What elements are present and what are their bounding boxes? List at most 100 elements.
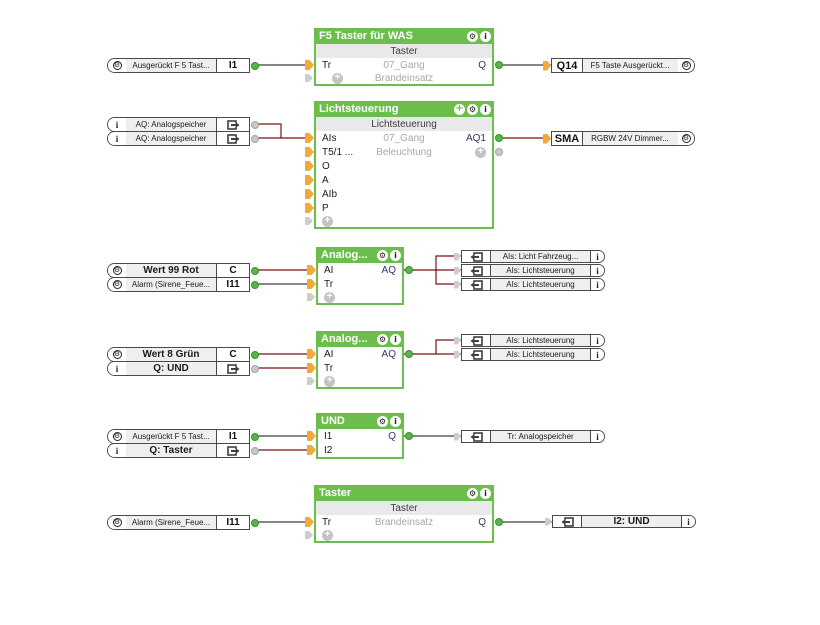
info-icon[interactable]: i: [480, 487, 491, 499]
gear-icon[interactable]: ⚙: [112, 432, 122, 441]
input-ref-i2-und[interactable]: I2: UND i: [545, 515, 696, 528]
output-port[interactable]: [495, 518, 503, 526]
info-icon[interactable]: i: [115, 445, 119, 456]
input-marker[interactable]: [305, 175, 314, 185]
info-icon[interactable]: i: [115, 363, 119, 374]
input-marker[interactable]: [307, 349, 316, 359]
function-block-f5-taster-fuer-was[interactable]: F5 Taster für WAS ⚙ i Taster Tr 07_Gang …: [305, 28, 503, 86]
info-icon[interactable]: i: [115, 119, 119, 130]
connector-dot[interactable]: [251, 266, 259, 275]
input-ref-alarm-sirene-1[interactable]: ⚙ Alarm (Sirene_Feue... I11: [107, 277, 259, 292]
add-input-button[interactable]: +: [322, 529, 333, 541]
output-ref-aq-analogspeicher-1[interactable]: i AQ: Analogspeicher: [107, 117, 259, 132]
block-header[interactable]: UND ⚙ i: [316, 413, 404, 429]
gear-icon[interactable]: ⚙: [681, 61, 691, 70]
connector-dot[interactable]: [251, 350, 259, 359]
input-marker[interactable]: [307, 279, 316, 289]
constant-wert-99-rot[interactable]: ⚙ Wert 99 Rot C: [107, 263, 259, 278]
gear-icon[interactable]: ⚙: [467, 103, 478, 115]
gear-icon[interactable]: ⚙: [112, 61, 122, 70]
function-block-analogspeicher-2[interactable]: Analog... ⚙ i AI AQ Tr +: [307, 331, 413, 389]
input-marker[interactable]: [307, 265, 316, 275]
gear-icon[interactable]: ⚙: [112, 350, 122, 359]
function-block-und[interactable]: UND ⚙ i I1 Q I2: [307, 413, 413, 459]
actuator-sma[interactable]: SMA RGBW 24V Dimmer... ⚙: [543, 131, 695, 146]
add-input-marker[interactable]: [305, 74, 313, 82]
connector-dot[interactable]: [251, 364, 259, 373]
input-ref-ausgerueckt-f5-2[interactable]: ⚙ Ausgerückt F 5 Tast... I1: [107, 429, 259, 444]
connector-dot[interactable]: [251, 61, 259, 70]
add-input-marker[interactable]: [305, 531, 313, 539]
connector-dot[interactable]: [251, 280, 259, 289]
input-ref-ais-lichtsteuerung-3[interactable]: AIs: Lichtsteuerung i: [454, 334, 605, 347]
add-input-button[interactable]: +: [324, 375, 335, 387]
input-marker[interactable]: [307, 445, 316, 455]
constant-wert-8-gruen[interactable]: ⚙ Wert 8 Grün C: [107, 347, 259, 362]
gear-icon[interactable]: ⚙: [377, 333, 388, 345]
info-icon[interactable]: i: [115, 133, 119, 144]
input-marker[interactable]: [305, 161, 314, 171]
add-input-button[interactable]: +: [324, 291, 335, 303]
input-marker[interactable]: [305, 203, 314, 213]
actuator-q14[interactable]: Q14 F5 Taste Ausgerückt... ⚙: [543, 58, 695, 73]
gear-icon[interactable]: ⚙: [467, 30, 478, 42]
output-port[interactable]: [495, 61, 503, 69]
input-marker[interactable]: [307, 431, 316, 441]
input-marker[interactable]: [305, 517, 314, 527]
input-marker[interactable]: [305, 60, 314, 70]
add-input-marker[interactable]: [307, 377, 315, 385]
output-ref-q-und[interactable]: i Q: UND: [107, 361, 259, 376]
input-ref-ais-lichtsteuerung-1[interactable]: AIs: Lichtsteuerung i: [454, 264, 605, 277]
gear-icon[interactable]: ⚙: [112, 280, 122, 289]
add-input-marker[interactable]: [307, 293, 315, 301]
info-icon[interactable]: i: [596, 251, 599, 262]
output-port[interactable]: [495, 148, 503, 156]
info-icon[interactable]: i: [480, 30, 491, 42]
output-port[interactable]: [405, 432, 413, 440]
gear-icon[interactable]: ⚙: [681, 134, 691, 143]
input-marker[interactable]: [305, 189, 314, 199]
gear-icon[interactable]: ⚙: [377, 249, 388, 261]
connector-dot[interactable]: [251, 518, 259, 527]
connector-dot[interactable]: [251, 432, 259, 441]
output-ref-q-taster[interactable]: i Q: Taster: [107, 443, 259, 458]
add-input-button[interactable]: +: [332, 72, 343, 84]
function-block-taster[interactable]: Taster ⚙ i Taster Tr Brandeinsatz Q +: [305, 485, 503, 543]
input-marker[interactable]: [305, 147, 314, 157]
info-icon[interactable]: i: [596, 335, 599, 346]
output-port[interactable]: [495, 134, 503, 142]
add-input-button[interactable]: +: [322, 215, 333, 227]
function-block-analogspeicher-1[interactable]: Analog... ⚙ i AI AQ Tr +: [307, 247, 413, 305]
add-output-button[interactable]: +: [475, 146, 486, 158]
input-ref-ais-lichtsteuerung-4[interactable]: AIs: Lichtsteuerung i: [454, 348, 605, 361]
move-icon[interactable]: +: [454, 102, 465, 115]
add-input-marker[interactable]: [305, 217, 313, 225]
output-ref-aq-analogspeicher-2[interactable]: i AQ: Analogspeicher: [107, 131, 259, 146]
gear-icon[interactable]: ⚙: [467, 487, 478, 499]
input-ref-ais-licht-fahrzeug[interactable]: AIs: Licht Fahrzeug... i: [454, 250, 605, 263]
gear-icon[interactable]: ⚙: [112, 266, 122, 275]
function-block-lichtsteuerung[interactable]: Lichtsteuerung + ⚙ i Lichtsteuerung AIs …: [305, 101, 503, 229]
input-marker[interactable]: [305, 133, 314, 143]
info-icon[interactable]: i: [390, 333, 401, 345]
info-icon[interactable]: i: [596, 279, 599, 290]
info-icon[interactable]: i: [480, 103, 491, 115]
input-ref-ais-lichtsteuerung-2[interactable]: AIs: Lichtsteuerung i: [454, 278, 605, 291]
info-icon[interactable]: i: [596, 349, 599, 360]
block-header[interactable]: F5 Taster für WAS ⚙ i: [314, 28, 494, 44]
connector-dot[interactable]: [251, 134, 259, 143]
connector-dot[interactable]: [251, 120, 259, 129]
output-port[interactable]: [405, 350, 413, 358]
connector-dot[interactable]: [251, 446, 259, 455]
block-header[interactable]: Taster ⚙ i: [314, 485, 494, 501]
gear-icon[interactable]: ⚙: [112, 518, 122, 527]
info-icon[interactable]: i: [596, 431, 599, 442]
block-header[interactable]: Analog... ⚙ i: [316, 247, 404, 263]
info-icon[interactable]: i: [390, 415, 401, 427]
info-icon[interactable]: i: [390, 249, 401, 261]
info-icon[interactable]: i: [687, 516, 690, 527]
input-ref-ausgerueckt-f5[interactable]: ⚙ Ausgerückt F 5 Tast... I1: [107, 58, 259, 73]
gear-icon[interactable]: ⚙: [377, 415, 388, 427]
info-icon[interactable]: i: [596, 265, 599, 276]
